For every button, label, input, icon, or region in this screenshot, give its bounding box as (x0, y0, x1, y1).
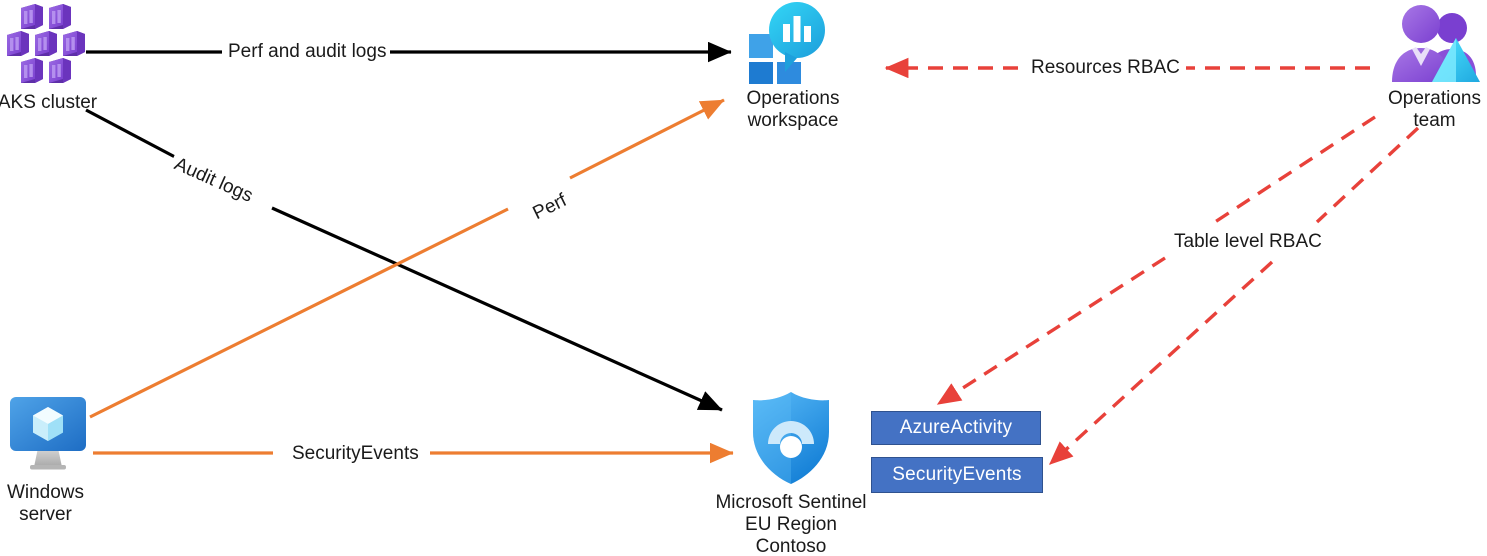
operations-team-label: Operations team (1388, 88, 1481, 131)
operations-workspace-label: Operations workspace (746, 88, 840, 131)
microsoft-sentinel-label: Microsoft Sentinel EU Region Contoso (715, 492, 867, 556)
edge-label-security-events-flow: SecurityEvents (288, 443, 423, 464)
table-box-azureactivity[interactable]: AzureActivity (871, 411, 1041, 445)
edge-label-table-level-rbac: Table level RBAC (1170, 231, 1326, 252)
edge-table-level-rbac-securityevents (1048, 126, 1420, 466)
microsoft-sentinel-shield-icon (748, 390, 834, 486)
edge-perf (89, 98, 725, 419)
operations-team-users-icon (1390, 2, 1482, 88)
edge-audit-logs (85, 108, 723, 412)
aks-cluster-icon (4, 4, 88, 86)
edge-label-perf-and-audit-logs: Perf and audit logs (224, 41, 391, 62)
log-analytics-workspace-icon (745, 2, 829, 84)
windows-server-label: Windows server (6, 482, 85, 525)
edge-label-resources-rbac: Resources RBAC (1027, 57, 1184, 78)
edge-table-level-rbac-azureactivity (936, 115, 1376, 406)
table-box-securityevents[interactable]: SecurityEvents (871, 457, 1043, 493)
windows-server-icon (8, 395, 88, 473)
aks-cluster-label: AKS cluster (0, 92, 98, 113)
